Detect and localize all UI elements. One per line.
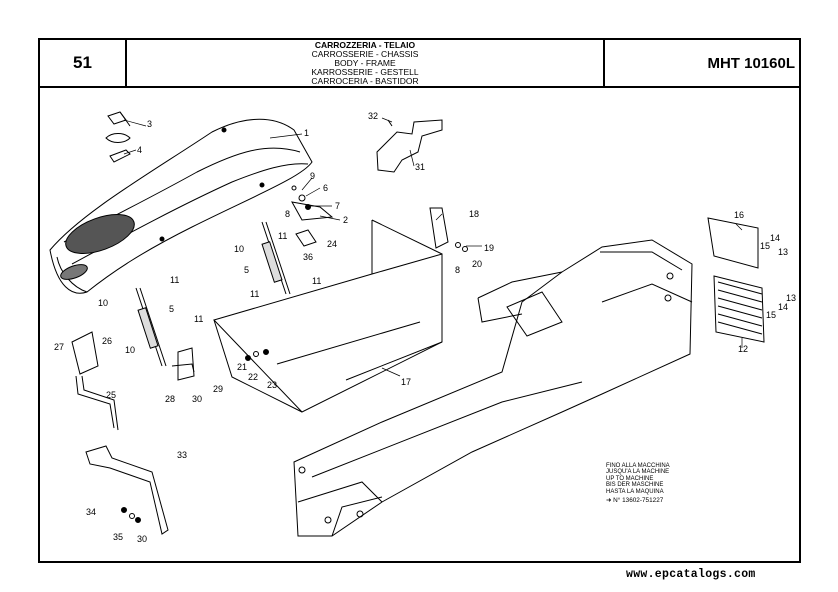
website-link[interactable]: www.epcatalogs.com xyxy=(626,568,756,581)
gas-strut-lower xyxy=(136,288,166,366)
callout-32: 32 xyxy=(368,111,378,121)
callout-3: 3 xyxy=(147,119,152,129)
callout-17: 17 xyxy=(401,377,411,387)
callout-6: 6 xyxy=(323,183,328,193)
callout-11e: 11 xyxy=(194,314,203,324)
storage-tray xyxy=(214,220,442,412)
serial-number: N° 13602-751227 xyxy=(613,497,664,505)
grille xyxy=(714,276,764,342)
callout-5a: 5 xyxy=(244,265,249,275)
callout-25: 25 xyxy=(106,390,116,400)
note-line-fr: JUSQU'A LA MACHINE xyxy=(606,469,670,476)
callout-11d: 11 xyxy=(250,289,259,299)
title-french: CARROSSERIE - CHASSIS xyxy=(311,49,419,59)
callout-29: 29 xyxy=(213,384,223,394)
callout-28: 28 xyxy=(165,394,175,404)
callout-18: 18 xyxy=(469,209,479,219)
callout-4: 4 xyxy=(137,145,142,155)
note-line-en: UP TO MACHINE xyxy=(606,475,654,482)
model-code: MHT 10160L xyxy=(603,40,799,86)
callout-24: 24 xyxy=(327,239,337,249)
page-number: 51 xyxy=(40,40,127,86)
catalog-sheet: 51 CARROZZERIA - TELAIO CARROSSERIE - CH… xyxy=(38,38,801,563)
upper-bracket xyxy=(377,120,442,172)
clip-36 xyxy=(296,230,316,246)
callout-30a: 30 xyxy=(192,394,202,404)
leader-lines xyxy=(124,118,742,376)
exploded-parts-diagram: 1 2 3 4 5 5 6 7 8 8 9 10 10 10 11 11 11 … xyxy=(40,111,796,544)
washers xyxy=(246,350,269,361)
callout-34: 34 xyxy=(86,507,96,517)
title-english: BODY - FRAME xyxy=(334,58,396,68)
callout-16: 16 xyxy=(734,210,744,220)
callout-11c: 11 xyxy=(312,276,321,286)
page-header: 51 CARROZZERIA - TELAIO CARROSSERIE - CH… xyxy=(40,40,799,88)
callout-13a: 13 xyxy=(778,247,788,257)
note-line-de: BIS DER MASCHINE xyxy=(606,482,664,489)
arrow-right-icon: ➜ xyxy=(606,497,612,505)
title-german: KARROSSERIE - GESTELL xyxy=(311,67,419,77)
section-title: CARROZZERIA - TELAIO CARROSSERIE - CHASS… xyxy=(127,40,603,86)
callout-10b: 10 xyxy=(98,298,108,308)
callout-22: 22 xyxy=(248,372,258,382)
side-plate xyxy=(430,208,468,252)
callout-7: 7 xyxy=(335,201,340,211)
title-spanish: CARROCERIA - BASTIDOR xyxy=(311,76,419,86)
callout-1: 1 xyxy=(304,128,309,138)
title-italian: CARROZZERIA - TELAIO xyxy=(314,40,416,50)
callout-23: 23 xyxy=(267,380,277,390)
serial-note: FINO ALLA MACCHINA JUSQU'A LA MACHINE UP… xyxy=(606,463,680,504)
latch-parts xyxy=(106,112,130,162)
callout-12: 12 xyxy=(738,344,748,354)
handle-assembly xyxy=(72,332,118,430)
callout-30b: 30 xyxy=(137,534,147,544)
callout-11a: 11 xyxy=(278,231,287,241)
main-chassis-frame xyxy=(294,240,692,536)
note-line-es: HASTA LA MAQUINA xyxy=(606,488,664,495)
bonnet-cover xyxy=(50,119,312,293)
gas-strut-upper xyxy=(262,222,290,294)
callout-9: 9 xyxy=(310,171,315,181)
callout-33: 33 xyxy=(177,450,187,460)
callout-8a: 8 xyxy=(285,209,290,219)
callout-14a: 14 xyxy=(770,233,780,243)
callout-8b: 8 xyxy=(455,265,460,275)
hinge-bracket xyxy=(292,186,332,220)
callout-13b: 13 xyxy=(786,293,796,303)
callout-35: 35 xyxy=(113,532,123,542)
callout-5b: 5 xyxy=(169,304,174,314)
small-bracket xyxy=(172,348,194,380)
callout-20: 20 xyxy=(472,259,482,269)
callout-15a: 15 xyxy=(760,241,770,251)
callout-10a: 10 xyxy=(234,244,244,254)
callout-19: 19 xyxy=(484,243,494,253)
callout-14b: 14 xyxy=(778,302,788,312)
callout-2: 2 xyxy=(343,215,348,225)
step-bracket xyxy=(86,446,168,534)
callout-10c: 10 xyxy=(125,345,135,355)
note-line-it: FINO ALLA MACCHINA xyxy=(606,463,670,469)
callout-27: 27 xyxy=(54,342,64,352)
callout-11b: 11 xyxy=(170,275,179,285)
callout-36: 36 xyxy=(303,252,313,262)
callout-21: 21 xyxy=(237,362,247,372)
panel-16 xyxy=(708,218,758,268)
callout-31: 31 xyxy=(415,162,425,172)
callout-labels: 1 2 3 4 5 5 6 7 8 8 9 10 10 10 11 11 11 … xyxy=(54,111,796,544)
serial-range: ➜ N° 13602-751227 xyxy=(606,497,680,505)
callout-26: 26 xyxy=(102,336,112,346)
callout-15b: 15 xyxy=(766,310,776,320)
bolts xyxy=(122,508,141,523)
